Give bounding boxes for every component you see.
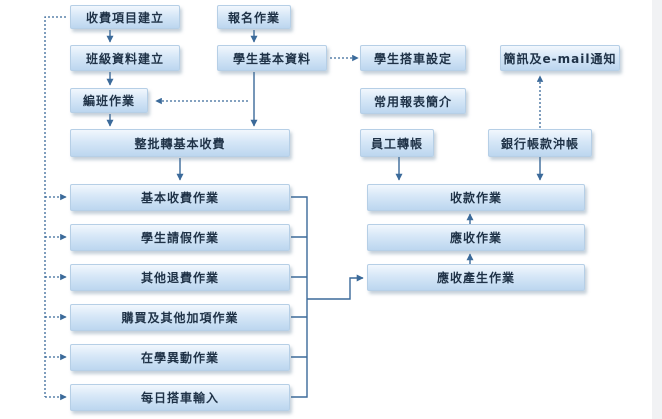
dotted-loop-left xyxy=(44,16,66,397)
student-basic-data-node[interactable]: 學生基本資料 xyxy=(217,45,327,71)
fee-item-setup-node[interactable]: 收費項目建立 xyxy=(70,5,180,29)
daily-bus-input-node[interactable]: 每日搭車輸入 xyxy=(70,384,290,411)
class-arrangement-node[interactable]: 編班作業 xyxy=(70,88,148,113)
student-leave-node[interactable]: 學生請假作業 xyxy=(70,224,290,251)
basic-fee-operation-node[interactable]: 基本收費作業 xyxy=(70,184,290,211)
purchase-extra-node[interactable]: 購買及其他加項作業 xyxy=(70,304,290,331)
bank-writeoff-node[interactable]: 銀行帳款沖帳 xyxy=(488,129,592,157)
class-data-setup-node[interactable]: 班級資料建立 xyxy=(70,45,180,71)
sms-email-notice-node[interactable]: 簡訊及e-mail通知 xyxy=(500,45,620,71)
receivable-generation-node[interactable]: 應收產生作業 xyxy=(367,264,585,291)
batch-basic-fee-node[interactable]: 整批轉基本收費 xyxy=(70,129,290,157)
employee-transfer-node[interactable]: 員工轉帳 xyxy=(360,129,434,157)
receivable-node[interactable]: 應收作業 xyxy=(367,224,585,251)
collection-node[interactable]: 收款作業 xyxy=(367,184,585,211)
page-right-edge xyxy=(652,0,662,419)
report-intro-node[interactable]: 常用報表簡介 xyxy=(360,88,466,114)
student-bus-setting-node[interactable]: 學生搭車設定 xyxy=(360,45,466,71)
bracket-connector xyxy=(291,196,308,398)
registration-node[interactable]: 報名作業 xyxy=(217,5,291,29)
arrow-bracket-to-gen xyxy=(307,274,364,300)
other-refund-node[interactable]: 其他退費作業 xyxy=(70,264,290,291)
enrollment-change-node[interactable]: 在學異動作業 xyxy=(70,344,290,371)
